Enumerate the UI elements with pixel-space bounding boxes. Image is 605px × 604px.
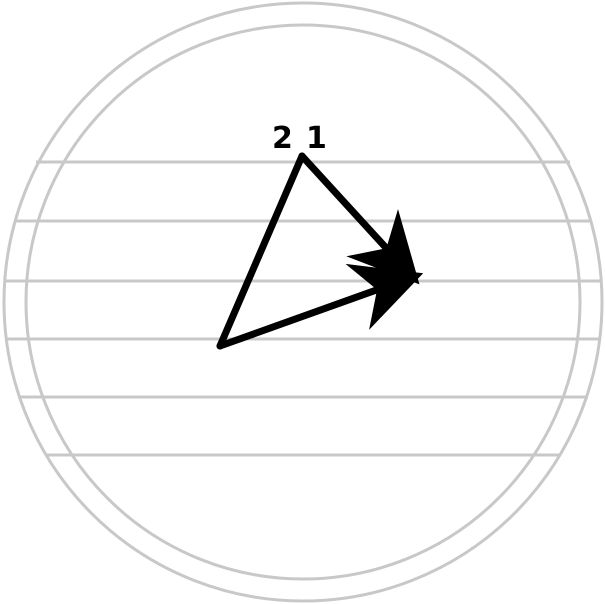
label-1: 1 — [306, 121, 327, 156]
label-2: 2 — [272, 121, 293, 156]
arrow-1 — [298, 152, 420, 285]
inner-circle — [24, 23, 582, 581]
arrow-2 — [216, 263, 424, 350]
path-segment — [216, 152, 306, 350]
